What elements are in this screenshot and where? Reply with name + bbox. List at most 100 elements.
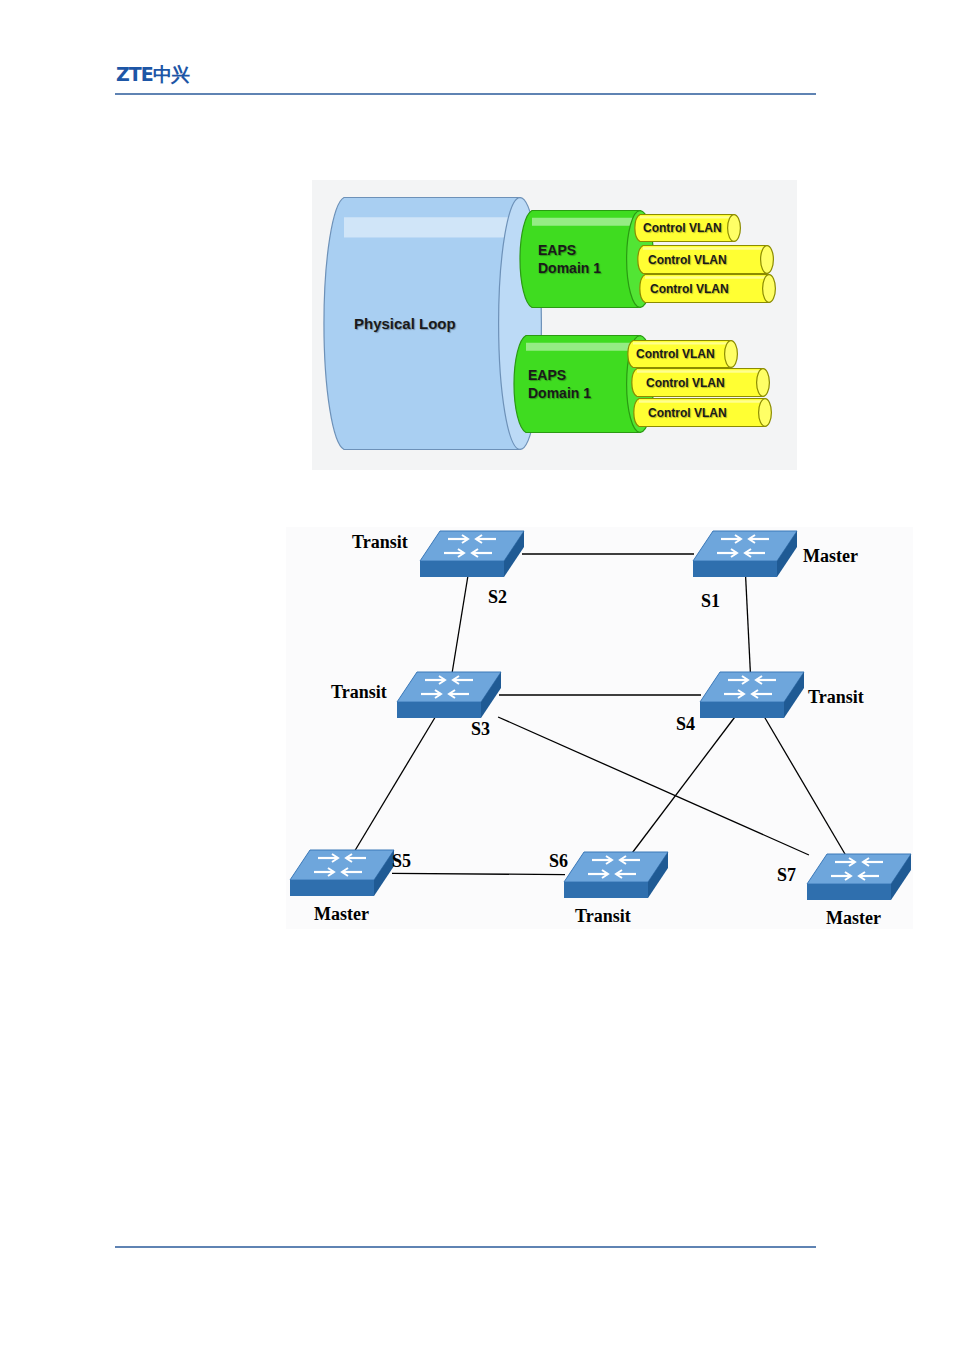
switch-node: S6Transit xyxy=(562,850,669,900)
switch-arrow xyxy=(616,870,622,878)
cylinder-body xyxy=(634,399,770,427)
switch-arrow xyxy=(835,861,855,863)
switch-arrow xyxy=(756,676,762,684)
cylinder-label: Control VLAN xyxy=(648,252,727,268)
switch-arrow xyxy=(749,538,769,540)
cylinder-shape xyxy=(518,210,654,308)
figure-ground xyxy=(286,527,913,929)
switch-node: S5Master xyxy=(288,848,395,898)
switch-arrow xyxy=(606,856,612,864)
cylinder-sheen xyxy=(645,276,769,278)
network-link xyxy=(498,717,809,855)
switch-label: S2 xyxy=(488,587,507,607)
cylinder-end xyxy=(728,215,741,242)
switch-side xyxy=(777,531,797,577)
switch-arrow xyxy=(620,856,626,864)
switch-icon xyxy=(805,852,912,902)
switch-arrow xyxy=(749,535,755,543)
switch-arrow xyxy=(845,872,851,880)
switch-arrow xyxy=(458,549,464,557)
network-link xyxy=(355,717,436,851)
cylinder-label: Physical Loop xyxy=(354,314,456,334)
cylinder-label: EAPS Domain 1 xyxy=(538,241,610,277)
switch-arrow xyxy=(859,875,879,877)
switch-arrow xyxy=(444,552,464,554)
cylinder-end xyxy=(763,275,776,303)
switch-arrow xyxy=(462,535,468,543)
switch-arrow xyxy=(476,535,482,543)
switch-arrow xyxy=(745,549,751,557)
switch-arrow xyxy=(616,873,636,875)
switch-arrow xyxy=(449,693,469,695)
switch-arrow xyxy=(592,859,612,861)
switch-label: Transit xyxy=(352,532,408,552)
switch-node: S7Master xyxy=(805,852,912,902)
network-link xyxy=(499,694,701,695)
network-link xyxy=(452,576,468,673)
switch-icon xyxy=(288,848,395,898)
switch-arrow xyxy=(849,858,855,866)
switch-label: Master xyxy=(803,546,858,566)
cylinder-node: Physical Loop xyxy=(322,197,542,450)
cylinder-sheen xyxy=(639,400,765,402)
switch-arrow xyxy=(721,538,741,540)
switch-arrow xyxy=(717,552,737,554)
switch-front xyxy=(420,561,504,577)
switch-front xyxy=(807,884,891,900)
cylinder-sheen xyxy=(532,218,640,226)
switch-arrow xyxy=(831,875,851,877)
switch-arrow xyxy=(620,859,640,861)
cylinder-node: Control VLAN xyxy=(633,214,741,242)
switch-arrow xyxy=(588,873,608,875)
cylinder-node: Control VLAN xyxy=(632,398,772,427)
switch-label: S4 xyxy=(676,714,695,734)
switch-arrow xyxy=(724,693,744,695)
logo-text: ZTE中兴 xyxy=(116,62,189,88)
switch-node: TransitS3 xyxy=(395,670,502,720)
switch-arrow xyxy=(425,679,445,681)
switch-label: S5 xyxy=(392,851,411,871)
switch-arrow xyxy=(728,679,748,681)
switch-front xyxy=(693,561,777,577)
cylinder-label: Control VLAN xyxy=(648,405,727,421)
switch-arrow xyxy=(435,690,441,698)
cylinder-end xyxy=(761,246,774,274)
header-rule xyxy=(115,93,816,95)
switch-label: S3 xyxy=(471,719,490,739)
switch-arrow xyxy=(742,676,748,684)
switch-arrow xyxy=(863,858,869,866)
switch-arrow xyxy=(472,549,478,557)
cylinder-body xyxy=(632,369,768,397)
switch-front xyxy=(397,702,481,718)
switch-side xyxy=(504,531,524,577)
switch-label: Master xyxy=(826,908,881,928)
cylinder-label: Control VLAN xyxy=(636,346,715,362)
switch-front xyxy=(700,702,784,718)
switch-arrow xyxy=(439,676,445,684)
switch-arrow xyxy=(314,871,334,873)
cylinder-label: EAPS Domain 1 xyxy=(528,366,600,402)
cylinder-body xyxy=(640,275,774,303)
cylinder-node: Control VLAN xyxy=(638,274,776,303)
switch-arrow xyxy=(318,857,338,859)
switch-arrow xyxy=(346,854,352,862)
cylinder-node: Control VLAN xyxy=(636,245,774,274)
switch-arrow xyxy=(752,693,772,695)
switch-icon xyxy=(691,529,798,579)
switch-arrow xyxy=(863,861,883,863)
switch-node: TransitS2 xyxy=(418,529,525,579)
network-link xyxy=(522,553,694,554)
switch-arrow xyxy=(752,690,758,698)
network-link xyxy=(392,873,565,874)
switch-side xyxy=(374,850,394,896)
cylinder-body xyxy=(628,341,736,368)
switch-side xyxy=(648,852,668,898)
switch-arrow xyxy=(453,679,473,681)
switch-arrow xyxy=(342,868,348,876)
switch-label: Master xyxy=(314,904,369,924)
switch-arrow xyxy=(342,871,362,873)
cylinder-body xyxy=(638,246,772,274)
switch-label: Transit xyxy=(808,687,864,707)
cylinder-end xyxy=(757,369,770,397)
figure-ground xyxy=(312,180,797,470)
